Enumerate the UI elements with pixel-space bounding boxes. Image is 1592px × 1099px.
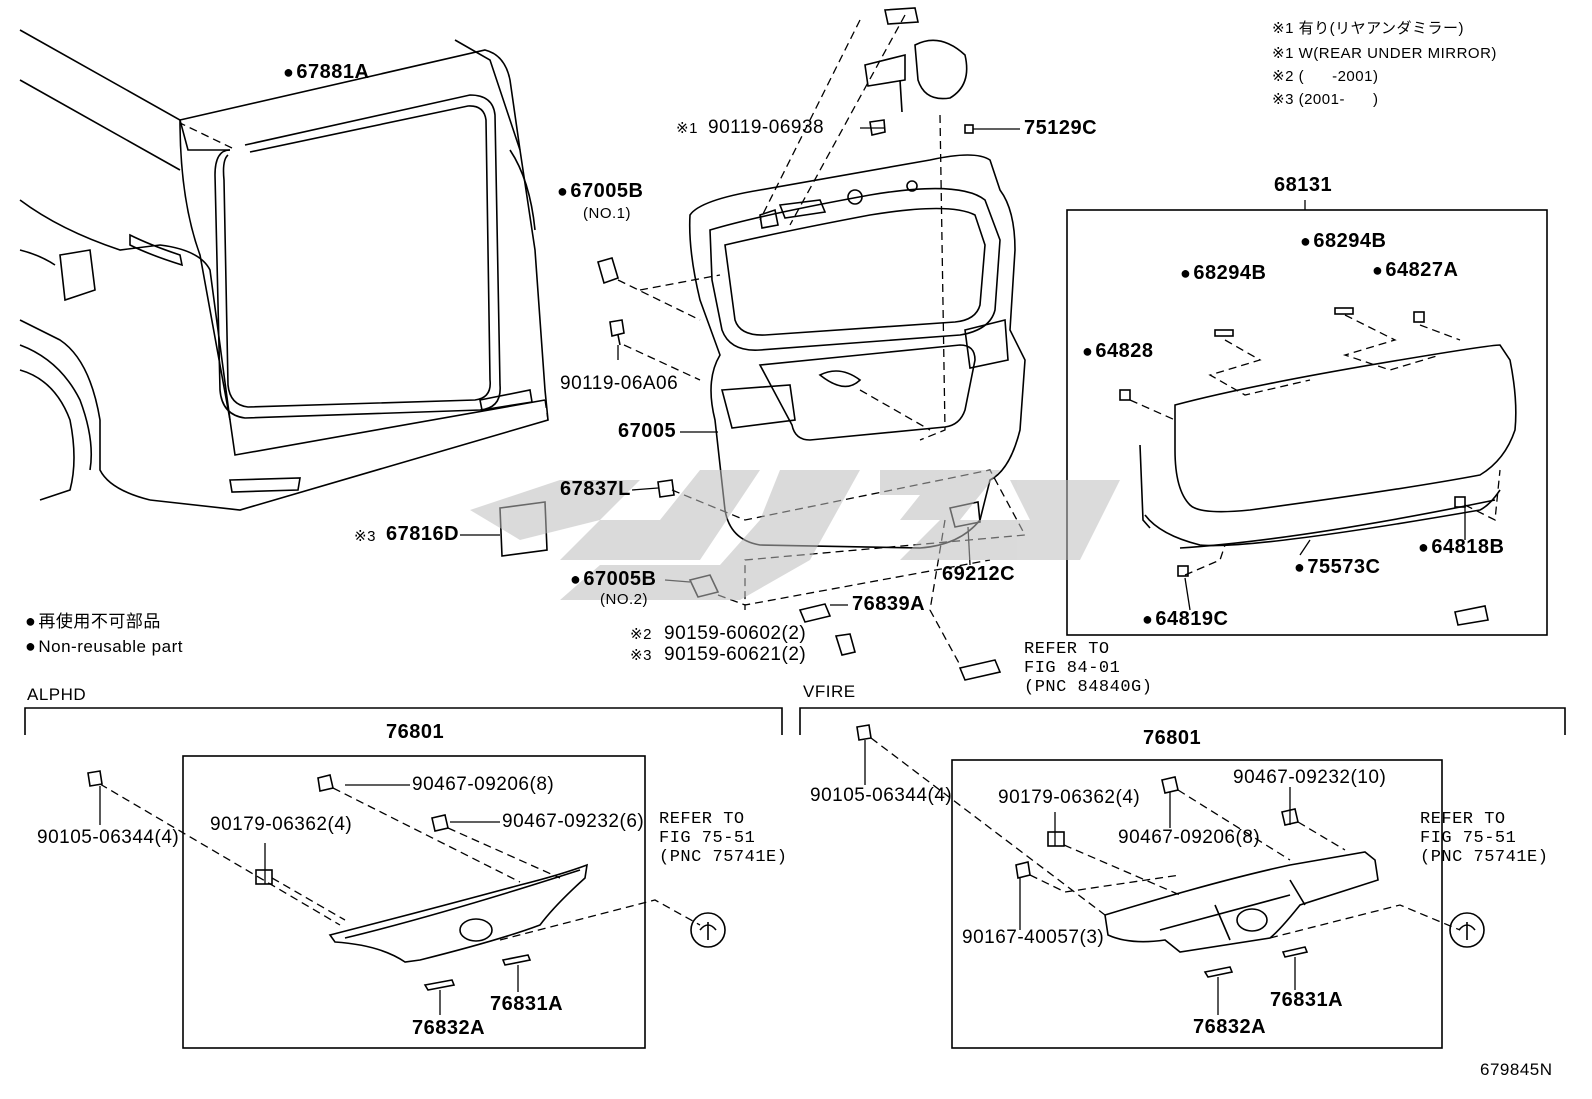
note-mark-90159-60621: ※3 — [630, 647, 652, 664]
note-mark-67816D: ※3 — [354, 528, 376, 545]
vfire-box — [951, 759, 1443, 1049]
label-90119-06A06[interactable]: 90119-06A06 — [560, 373, 679, 394]
legend-en: Non-reusable part — [25, 636, 183, 657]
label-90159-60621[interactable]: 90159-60621(2) — [664, 644, 807, 665]
note-1-en: ※1 W(REAR UNDER MIRROR) — [1272, 45, 1497, 62]
label-vfire-76832A[interactable]: 76832A — [1193, 1016, 1267, 1038]
label-76839A[interactable]: 76839A — [852, 593, 926, 615]
refer-to-fig-84-01[interactable]: REFER TO FIG 84-01 (PNC 84840G) — [1024, 640, 1153, 697]
label-67005B-no1[interactable]: 67005B — [557, 181, 643, 201]
label-alphd-90179-06362[interactable]: 90179-06362(4) — [210, 814, 353, 835]
label-67816D[interactable]: 67816D — [386, 523, 460, 545]
label-64819C[interactable]: 64819C — [1142, 609, 1228, 629]
label-75129C[interactable]: 75129C — [1024, 117, 1098, 139]
label-67005B-no2[interactable]: 67005B — [570, 569, 656, 589]
vfire-garnish-drawing — [856, 724, 1485, 978]
figure-id: 679845N — [1480, 1060, 1553, 1079]
alphd-bracket — [24, 707, 783, 735]
alphd-box — [182, 755, 646, 1049]
label-64828[interactable]: 64828 — [1082, 341, 1154, 361]
label-vfire-76801[interactable]: 76801 — [1143, 727, 1202, 749]
label-90159-60602[interactable]: 90159-60602(2) — [664, 623, 807, 644]
label-68294B-right[interactable]: 68294B — [1300, 231, 1386, 251]
label-75573C[interactable]: 75573C — [1294, 557, 1380, 577]
label-alphd-90467-09206[interactable]: 90467-09206(8) — [412, 774, 555, 795]
label-68294B-left[interactable]: 68294B — [1180, 263, 1266, 283]
note-1-jp: ※1 有り(リヤアンダミラー) — [1272, 20, 1464, 37]
label-vfire-90179-06362[interactable]: 90179-06362(4) — [998, 787, 1141, 808]
note-mark-90119-06938: ※1 — [676, 120, 698, 137]
vfire-bracket — [799, 707, 1566, 735]
label-68131[interactable]: 68131 — [1274, 174, 1333, 196]
garnish-68131-drawing — [1139, 344, 1517, 626]
label-vfire-90167-40057[interactable]: 90167-40057(3) — [962, 927, 1105, 948]
label-67881A[interactable]: 67881A — [283, 62, 369, 82]
label-67837L[interactable]: 67837L — [560, 478, 631, 500]
note-3: ※3 (2001- ) — [1272, 91, 1379, 108]
vehicle-body-drawing — [19, 29, 549, 511]
label-64818B[interactable]: 64818B — [1418, 537, 1504, 557]
label-alphd-76832A[interactable]: 76832A — [412, 1017, 486, 1039]
label-vfire-90105-06344[interactable]: 90105-06344(4) — [810, 785, 953, 806]
label-67005B-no1-sub: (NO.1) — [583, 205, 631, 222]
label-64827A[interactable]: 64827A — [1372, 260, 1458, 280]
label-67005[interactable]: 67005 — [618, 420, 677, 442]
label-alphd-90467-09232[interactable]: 90467-09232(6) — [502, 811, 645, 832]
label-69212C[interactable]: 69212C — [942, 563, 1016, 585]
solid-leaders — [99, 127, 1466, 1015]
label-90119-06938[interactable]: 90119-06938 — [708, 117, 825, 138]
label-vfire-76831A[interactable]: 76831A — [1270, 989, 1344, 1011]
section-vfire: VFIRE — [803, 682, 856, 701]
section-alphd: ALPHD — [27, 685, 87, 704]
group-68131-box — [1066, 209, 1548, 636]
legend-jp: 再使用不可部品 — [25, 611, 161, 632]
label-67005B-no2-sub: (NO.2) — [600, 591, 648, 608]
alphd-refer-to-fig-75-51[interactable]: REFER TO FIG 75-51 (PNC 75741E) — [659, 810, 788, 867]
label-vfire-90467-09232[interactable]: 90467-09232(10) — [1233, 767, 1387, 788]
label-alphd-76831A[interactable]: 76831A — [490, 993, 564, 1015]
note-2: ※2 ( -2001) — [1272, 68, 1379, 85]
label-alphd-90105-06344[interactable]: 90105-06344(4) — [37, 827, 180, 848]
label-vfire-90467-09206[interactable]: 90467-09206(8) — [1118, 827, 1261, 848]
label-alphd-76801[interactable]: 76801 — [386, 721, 445, 743]
note-mark-90159-60602: ※2 — [630, 626, 652, 643]
vfire-refer-to-fig-75-51[interactable]: REFER TO FIG 75-51 (PNC 75741E) — [1420, 810, 1549, 867]
